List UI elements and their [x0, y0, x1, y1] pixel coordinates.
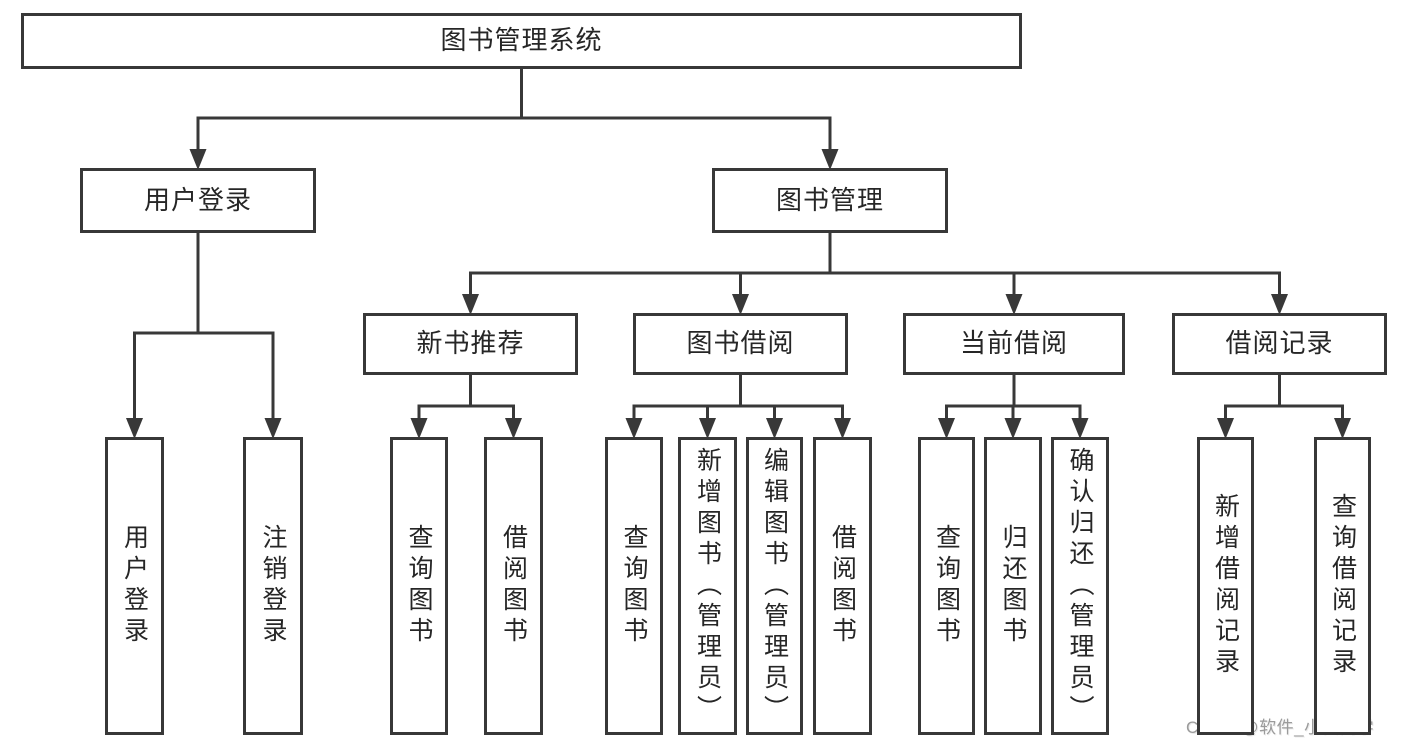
arrowhead-icon: [766, 418, 783, 439]
node-n2: 借阅图书: [484, 437, 543, 735]
node-b2: 新增图书（管理员）: [678, 437, 737, 735]
node-n1: 查询图书: [390, 437, 448, 735]
arrowhead-icon: [625, 418, 643, 439]
arrowhead-icon: [699, 418, 716, 439]
node-label: 新增借阅记录: [1211, 493, 1240, 679]
arrowhead-icon: [1071, 418, 1089, 439]
node-c3: 确认归还（管理员）: [1051, 437, 1109, 735]
node-label: 编辑图书（管理员）: [760, 446, 789, 726]
node-label: 查询图书: [620, 524, 648, 648]
node-label: 借阅记录: [1225, 328, 1334, 359]
arrowhead-icon: [1005, 294, 1023, 315]
node-borrow: 图书借阅: [633, 313, 848, 375]
node-label: 归还图书: [999, 524, 1027, 648]
node-current: 当前借阅: [903, 313, 1125, 375]
node-r2: 查询借阅记录: [1314, 437, 1371, 735]
node-label: 查询图书: [932, 524, 961, 648]
node-label: 图书借阅: [686, 328, 795, 359]
arrowhead-icon: [505, 418, 522, 439]
arrowhead-icon: [189, 149, 207, 170]
node-label: 借阅图书: [828, 524, 857, 648]
node-login: 用户登录: [80, 168, 316, 233]
arrowhead-icon: [1334, 418, 1351, 439]
node-label: 新书推荐: [416, 328, 525, 359]
node-root: 图书管理系统: [21, 13, 1022, 69]
node-b1: 查询图书: [605, 437, 663, 735]
arrowhead-icon: [462, 294, 479, 315]
arrowhead-icon: [126, 418, 143, 439]
arrowhead-icon: [732, 294, 749, 315]
node-label: 新增图书（管理员）: [693, 446, 722, 726]
arrowhead-icon: [264, 418, 282, 439]
node-b4: 借阅图书: [813, 437, 872, 735]
node-r1: 新增借阅记录: [1197, 437, 1254, 735]
node-label: 用户登录: [143, 184, 252, 215]
node-b3: 编辑图书（管理员）: [746, 437, 803, 735]
node-label: 用户登录: [120, 524, 149, 648]
node-rec: 新书推荐: [363, 313, 578, 375]
node-history: 借阅记录: [1172, 313, 1387, 375]
node-label: 图书管理系统: [440, 25, 603, 56]
arrowhead-icon: [1004, 418, 1022, 439]
arrowhead-icon: [1271, 294, 1288, 315]
arrowhead-icon: [834, 418, 851, 439]
arrowhead-icon: [410, 418, 428, 439]
node-label: 确认归还（管理员）: [1066, 446, 1094, 726]
arrowhead-icon: [938, 418, 955, 439]
node-c1: 查询图书: [918, 437, 975, 735]
arrowhead-icon: [821, 149, 839, 170]
arrowhead-icon: [1217, 418, 1234, 439]
node-mgmt: 图书管理: [712, 168, 948, 233]
node-label: 图书管理: [775, 184, 884, 215]
node-label: 查询图书: [405, 524, 433, 648]
node-label: 借阅图书: [499, 524, 528, 648]
node-u1: 用户登录: [105, 437, 164, 735]
node-label: 查询借阅记录: [1328, 493, 1357, 679]
node-label: 注销登录: [259, 524, 287, 648]
node-c2: 归还图书: [984, 437, 1042, 735]
node-label: 当前借阅: [959, 328, 1068, 359]
node-u2: 注销登录: [243, 437, 303, 735]
